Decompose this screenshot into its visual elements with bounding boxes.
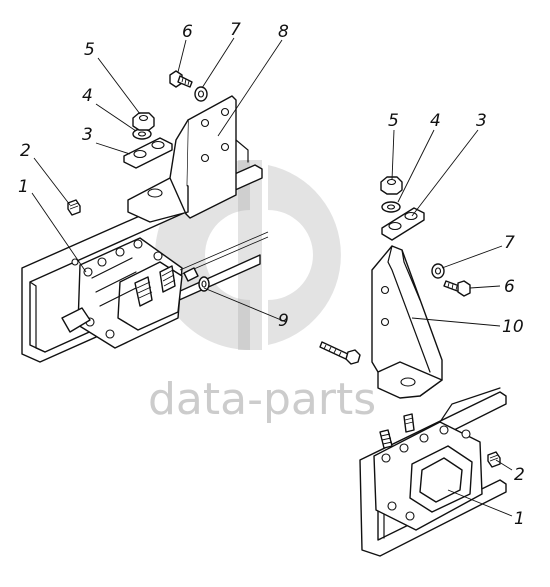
bolt-9 [319, 341, 361, 365]
callout-3-left: 3 [82, 125, 93, 145]
callout-1-right: 1 [514, 509, 525, 529]
callout-5-left: 5 [84, 40, 95, 60]
right-bolt-6 [443, 280, 471, 297]
right-mounting-bracket-10 [371, 245, 443, 399]
callout-4-left: 4 [82, 86, 93, 106]
callout-10: 10 [502, 317, 524, 337]
left-nut-5 [132, 112, 155, 131]
callout-8: 8 [278, 22, 289, 42]
callout-7-right: 7 [504, 233, 515, 253]
callout-labels: 1 2 3 4 5 6 7 8 9 5 4 3 7 6 10 2 1 [18, 20, 525, 529]
callout-5-right: 5 [388, 111, 399, 131]
callout-3-right: 3 [476, 111, 487, 131]
right-washer-plate-3 [381, 207, 425, 241]
callout-4-right: 4 [430, 111, 441, 131]
callout-2-right: 2 [514, 465, 525, 485]
left-washer-7 [194, 86, 208, 102]
left-compressor-unit-1 [61, 231, 269, 349]
callout-1-left: 1 [18, 177, 29, 197]
left-bolt-6 [169, 70, 193, 88]
callout-2-left: 2 [20, 141, 31, 161]
callout-9: 9 [278, 311, 289, 331]
left-stud-group [183, 267, 210, 292]
left-mounting-bracket-8 [127, 95, 249, 223]
callout-6-right: 6 [504, 277, 515, 297]
callout-6-left: 6 [182, 22, 193, 42]
watermark-text: data-parts [148, 374, 376, 425]
right-washer-4 [381, 201, 401, 213]
callout-leaders [31, 37, 513, 517]
right-nut-5 [380, 176, 403, 195]
right-pin-2 [487, 451, 501, 468]
right-washer-7 [431, 263, 445, 279]
left-pin-2 [67, 199, 81, 216]
callout-7-left: 7 [230, 20, 241, 40]
left-washer-plate-3 [123, 137, 173, 169]
right-compressor-unit-1 [373, 387, 501, 531]
